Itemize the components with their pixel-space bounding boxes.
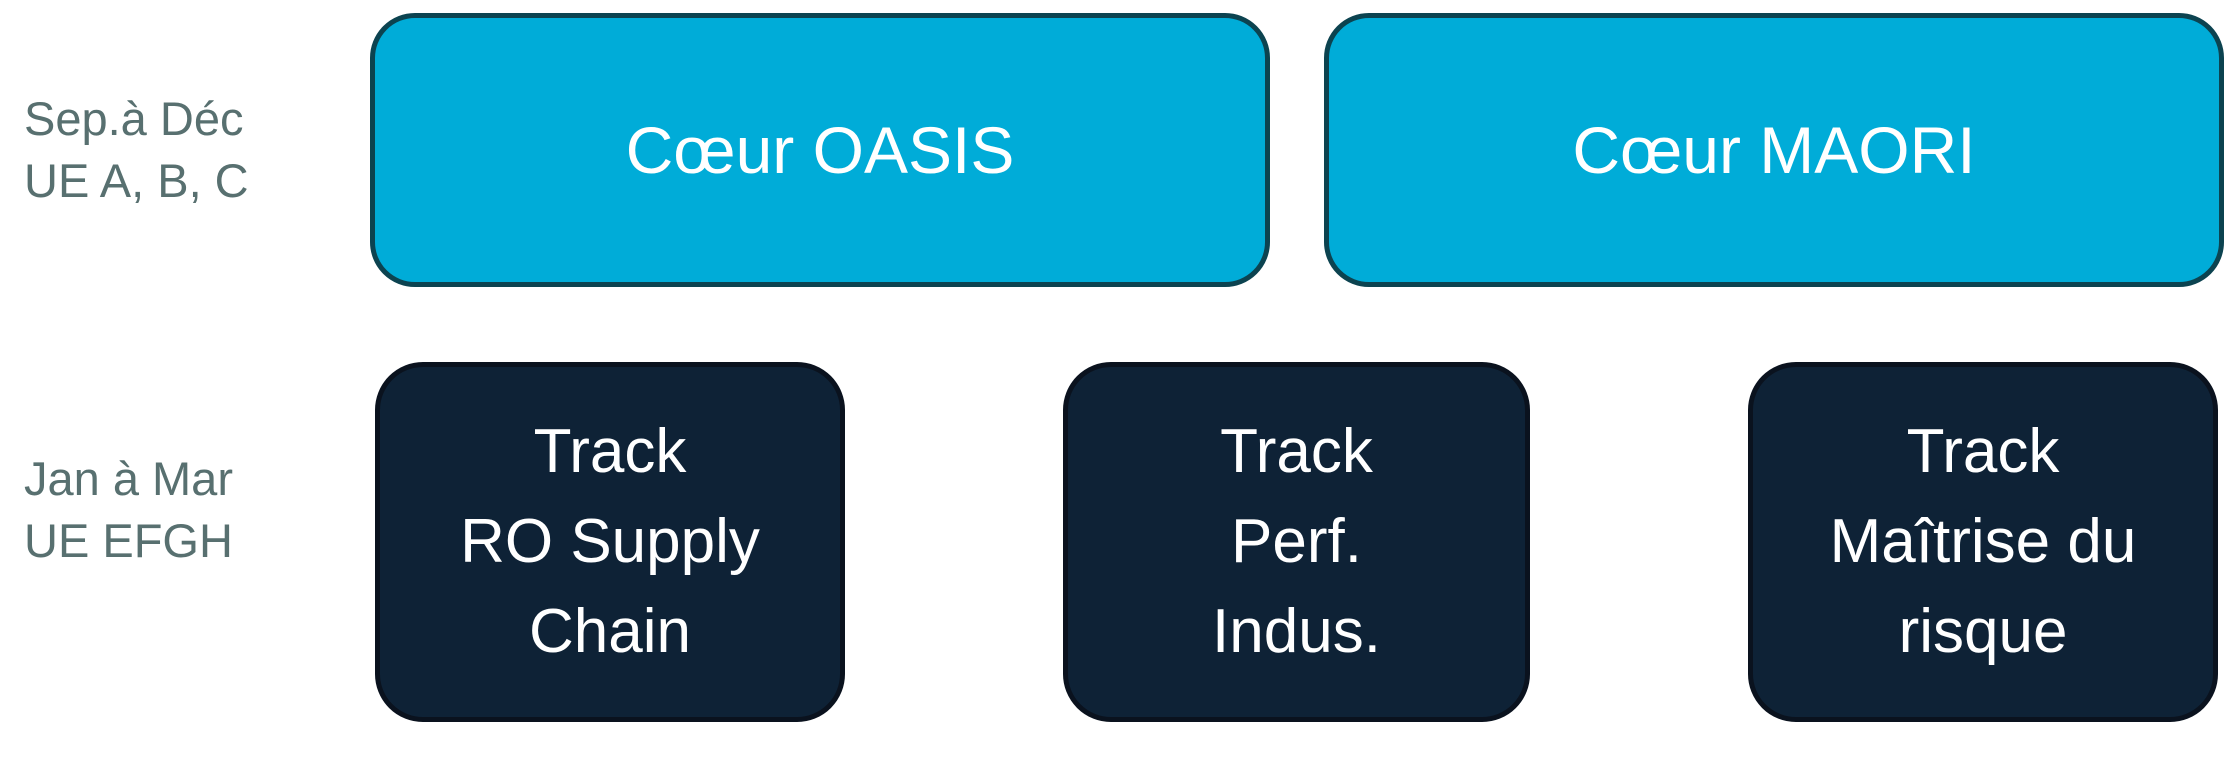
period-label-jan-mar: Jan à Mar UE EFGH bbox=[24, 448, 233, 572]
track-box-line: Track bbox=[1220, 417, 1373, 487]
track-box-line: Indus. bbox=[1212, 596, 1381, 666]
track-box-line: Maîtrise du bbox=[1829, 507, 2137, 577]
period-label-sep-dec: Sep.à Déc UE A, B, C bbox=[24, 88, 249, 212]
core-box-title: Cœur MAORI bbox=[1572, 113, 1976, 187]
track-box-line: risque bbox=[1898, 596, 2068, 666]
period-label-line: Sep.à Déc bbox=[24, 92, 244, 145]
core-box-oasis: Cœur OASIS bbox=[370, 13, 1270, 287]
track-box-ro-supply-chain: Track RO Supply Chain bbox=[375, 362, 845, 722]
period-label-line: Jan à Mar bbox=[24, 452, 233, 505]
core-box-maori: Cœur MAORI bbox=[1324, 13, 2224, 287]
period-label-line: UE A, B, C bbox=[24, 154, 249, 208]
core-box-title: Cœur OASIS bbox=[625, 113, 1015, 187]
track-box-line: RO Supply bbox=[460, 507, 760, 577]
track-box-line: Chain bbox=[529, 596, 691, 666]
track-box-line: Track bbox=[1906, 417, 2060, 487]
period-label-line: UE EFGH bbox=[24, 514, 233, 568]
track-box-line: Perf. bbox=[1231, 507, 1362, 577]
track-box-line: Track bbox=[533, 417, 687, 487]
track-box-maitrise-du-risque: Track Maîtrise du risque bbox=[1748, 362, 2218, 722]
track-box-perf-indus: Track Perf. Indus. bbox=[1063, 362, 1530, 722]
